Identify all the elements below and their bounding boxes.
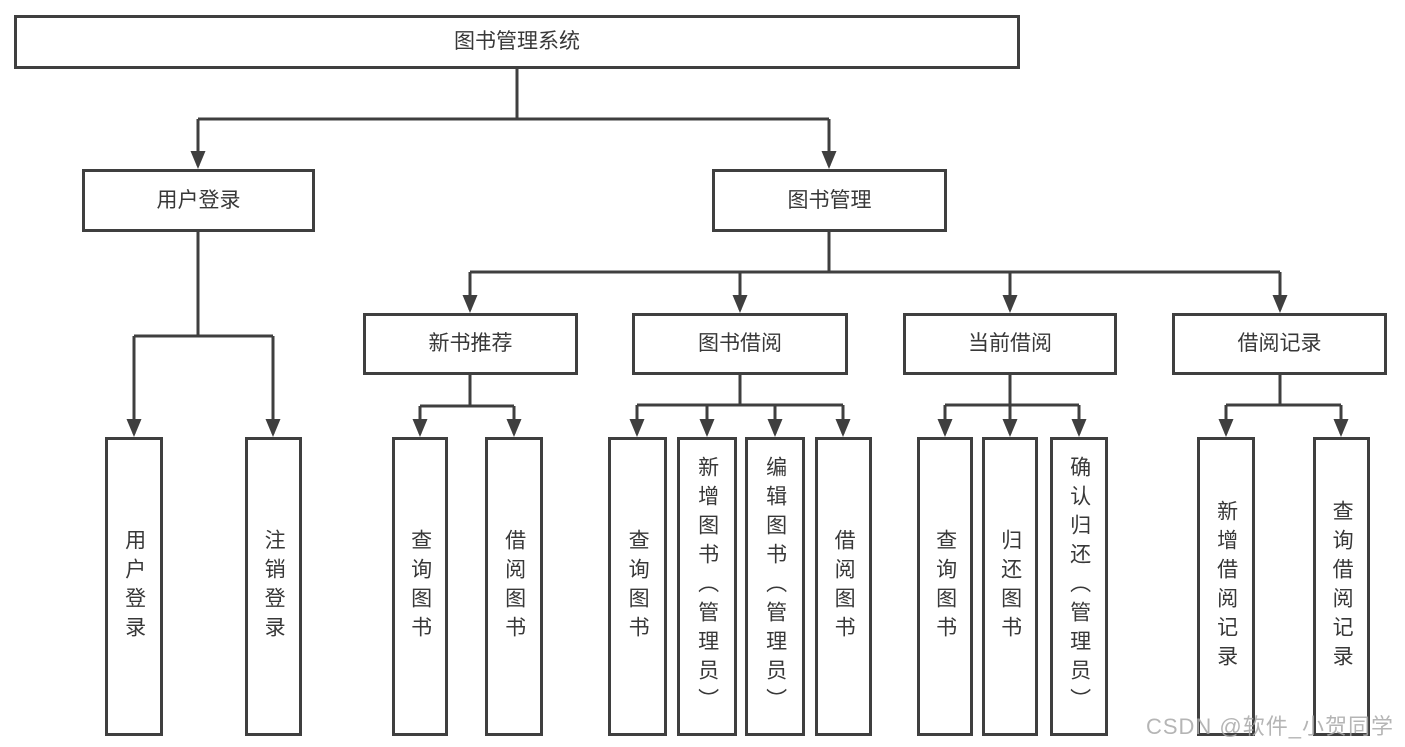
node-label: 查询借阅记录 — [1330, 499, 1354, 674]
leaf-edit-books-admin: 编辑图书（管理员） — [745, 437, 805, 736]
leaf-confirm-return-admin: 确认归还（管理员） — [1050, 437, 1108, 736]
node-new-book-recommend: 新书推荐 — [363, 313, 578, 375]
node-label: 图书管理系统 — [454, 30, 580, 54]
leaf-return-books: 归还图书 — [982, 437, 1038, 736]
node-label: 注销登录 — [262, 528, 286, 645]
leaf-borrow-books-recommend: 借阅图书 — [485, 437, 543, 736]
node-label: 新增图书（管理员） — [695, 456, 719, 717]
node-label: 归还图书 — [998, 528, 1022, 645]
leaf-borrow-books: 借阅图书 — [815, 437, 872, 736]
node-label: 借阅记录 — [1237, 332, 1322, 356]
node-label: 用户登录 — [122, 528, 146, 645]
node-label: 查询图书 — [933, 528, 957, 645]
node-borrowing-records: 借阅记录 — [1172, 313, 1387, 375]
leaf-user-login: 用户登录 — [105, 437, 163, 736]
node-book-borrowing: 图书借阅 — [632, 313, 848, 375]
node-root-system: 图书管理系统 — [14, 15, 1020, 69]
node-current-borrowing: 当前借阅 — [903, 313, 1117, 375]
node-label: 确认归还（管理员） — [1067, 456, 1091, 717]
leaf-add-books-admin: 新增图书（管理员） — [677, 437, 737, 736]
leaf-query-borrow-record: 查询借阅记录 — [1313, 437, 1370, 736]
leaf-logout: 注销登录 — [245, 437, 302, 736]
node-label: 图书管理 — [787, 188, 872, 212]
node-label: 图书借阅 — [698, 332, 782, 356]
node-label: 借阅图书 — [832, 528, 856, 645]
csdn-watermark: CSDN @软件_小贺同学 — [1145, 714, 1394, 739]
node-user-login-branch: 用户登录 — [82, 169, 315, 232]
leaf-query-books-recommend: 查询图书 — [392, 437, 448, 736]
node-label: 新书推荐 — [428, 332, 513, 356]
leaf-add-borrow-record: 新增借阅记录 — [1197, 437, 1255, 736]
node-label: 用户登录 — [156, 188, 241, 212]
node-label: 编辑图书（管理员） — [763, 456, 787, 717]
leaf-query-books-borrow: 查询图书 — [608, 437, 667, 736]
node-label: 借阅图书 — [502, 528, 526, 645]
leaf-query-books-current: 查询图书 — [917, 437, 973, 736]
arrowheads — [126, 151, 1349, 437]
node-book-management: 图书管理 — [712, 169, 947, 232]
node-label: 查询图书 — [408, 528, 432, 645]
node-label: 当前借阅 — [968, 332, 1052, 356]
node-label: 新增借阅记录 — [1214, 499, 1238, 674]
node-label: 查询图书 — [626, 528, 650, 645]
